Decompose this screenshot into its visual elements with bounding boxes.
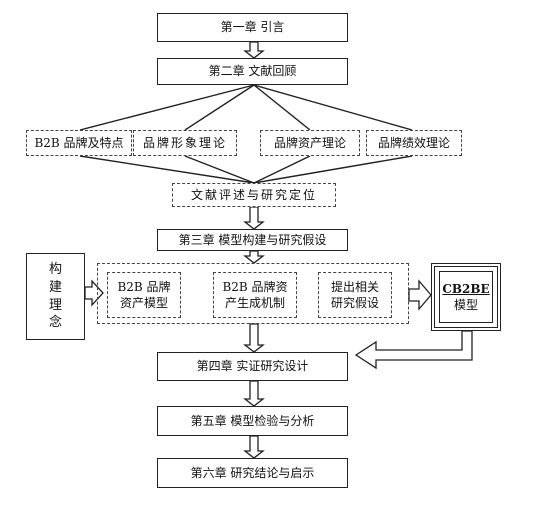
concept-char-2: 建	[48, 279, 62, 295]
arrow-cb2be-ch4	[354, 330, 473, 370]
model-item-2-line-2: 产生成机制	[224, 296, 285, 310]
model-item-3-line-2: 研究假设	[330, 296, 379, 310]
arrow-model-cb2be	[408, 279, 432, 311]
theory-b2b-brand: B2B 品牌及特点	[26, 130, 132, 156]
review-box: 文献评述与研究定位	[172, 183, 336, 207]
concept-char-3: 理	[48, 297, 62, 313]
theory-brand-image: 品牌形象理论	[133, 130, 237, 156]
cb2be-label: CB2BE	[442, 281, 490, 296]
theory-brand-equity: 品牌资产理论	[260, 130, 360, 156]
arrow-ch4-ch5	[243, 380, 265, 407]
theory-brand-performance: 品牌绩效理论	[366, 130, 462, 156]
model-item-asset-model: B2B 品牌 资产模型	[107, 272, 181, 318]
chapter5-box: 第五章 模型检验与分析	[157, 406, 348, 436]
chapter1-box: 第一章 引言	[157, 13, 348, 42]
model-item-mechanism: B2B 品牌资 产生成机制	[213, 272, 297, 318]
chapter3-box: 第三章 模型构建与研究假设	[157, 229, 348, 251]
model-item-3-line-1: 提出相关	[330, 279, 379, 294]
arrow-ch3-model	[243, 250, 265, 264]
concept-label-box: 构 建 理 念	[26, 253, 85, 340]
arrow-review-ch3	[243, 206, 265, 230]
arrow-model-ch4	[243, 323, 265, 353]
arrow-ch5-ch6	[243, 435, 265, 459]
cb2be-model-box: CB2BE 模型	[431, 263, 501, 331]
cb2be-sub-label: 模型	[453, 298, 478, 312]
concept-char-1: 构	[48, 262, 62, 278]
model-item-hypotheses: 提出相关 研究假设	[318, 272, 392, 318]
model-item-2-line-1: B2B 品牌资	[222, 279, 288, 294]
chapter2-box: 第二章 文献回顾	[157, 58, 348, 85]
arrow-ch1-ch2	[243, 41, 265, 59]
concept-char-4: 念	[48, 315, 62, 331]
model-item-1-line-2: 资产模型	[119, 296, 168, 310]
chapter4-box: 第四章 实证研究设计	[157, 352, 348, 381]
chapter6-box: 第六章 研究结论与启示	[157, 458, 348, 488]
model-item-1-line-1: B2B 品牌	[117, 279, 171, 294]
model-group-box	[97, 263, 409, 324]
